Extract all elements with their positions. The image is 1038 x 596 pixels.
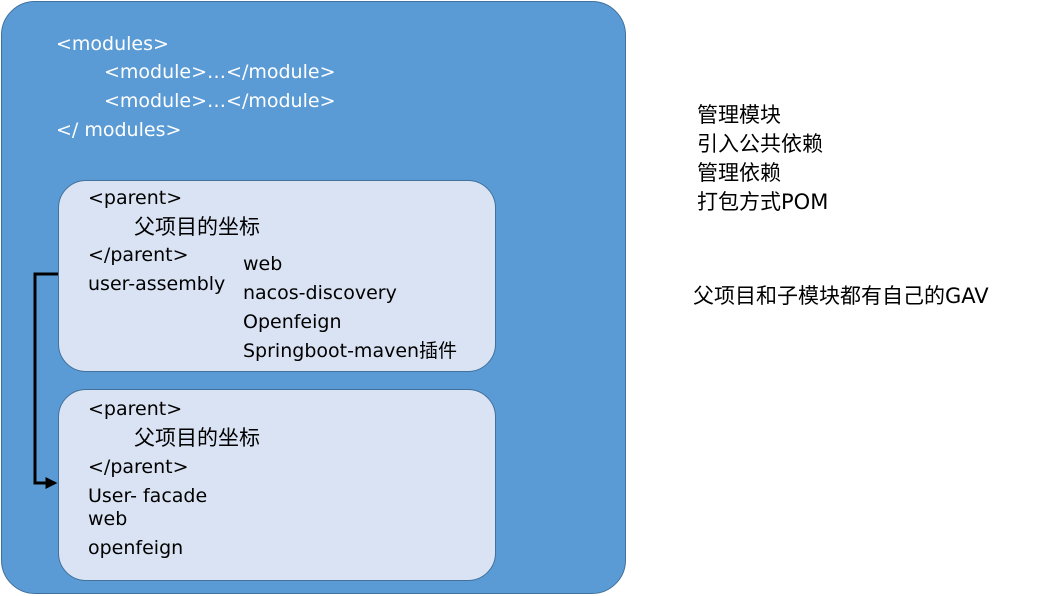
module-entry-2: <module>…</module> <box>104 90 336 112</box>
assembly-module-name: user-assembly <box>88 273 226 295</box>
note-manage-deps: 管理依赖 <box>697 161 781 185</box>
modules-open-tag: <modules> <box>56 33 169 55</box>
assembly-dep-web: web <box>243 253 283 275</box>
facade-parent-coords: 父项目的坐标 <box>134 426 260 450</box>
facade-parent-close-tag: </parent> <box>88 456 189 478</box>
assembly-dep-springboot-maven-plugin: Springboot-maven插件 <box>243 340 458 362</box>
facade-dep-openfeign: openfeign <box>88 537 184 559</box>
note-gav: 父项目和子模块都有自己的GAV <box>693 284 989 308</box>
note-manage-modules: 管理模块 <box>697 103 781 127</box>
assembly-module-card <box>58 180 496 372</box>
assembly-parent-open-tag: <parent> <box>88 187 183 209</box>
assembly-dep-nacos-discovery: nacos-discovery <box>243 282 397 304</box>
note-import-common-deps: 引入公共依赖 <box>697 132 823 156</box>
facade-parent-open-tag: <parent> <box>88 398 183 420</box>
assembly-parent-coords: 父项目的坐标 <box>134 215 260 239</box>
assembly-dep-openfeign: Openfeign <box>243 311 342 333</box>
facade-dep-web: web <box>88 508 128 530</box>
module-entry-1: <module>…</module> <box>104 61 336 83</box>
facade-module-name: User- facade <box>88 485 208 507</box>
assembly-parent-close-tag: </parent> <box>88 244 189 266</box>
note-packaging-pom: 打包方式POM <box>697 190 829 214</box>
modules-close-tag: </ modules> <box>56 119 182 141</box>
facade-module-card <box>58 389 496 581</box>
